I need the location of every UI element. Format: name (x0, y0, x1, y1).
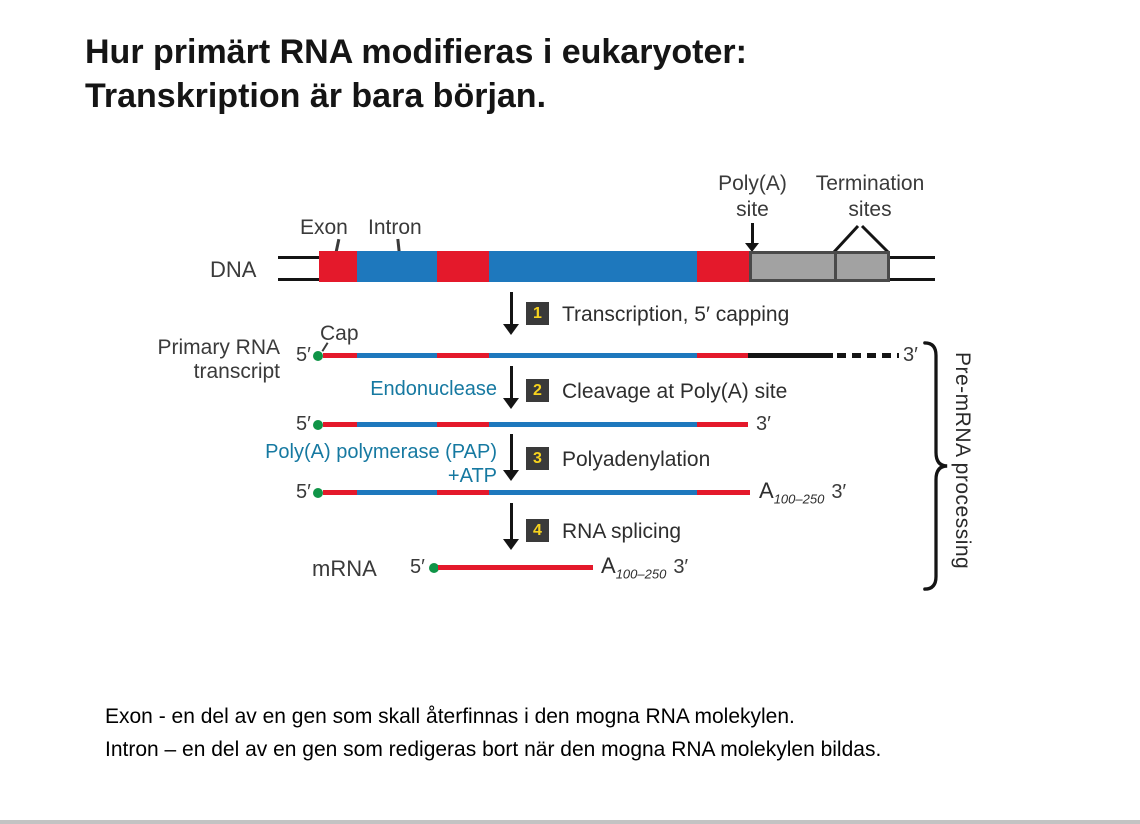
poly-a-base: A (759, 478, 774, 503)
step3-label: Polyadenylation (562, 448, 711, 471)
primary-rna-line (323, 353, 899, 358)
pap-enzyme-line1: Poly(A) polymerase (PAP) (265, 441, 497, 463)
five-prime-label: 5′ (296, 413, 311, 435)
mrna-line (438, 565, 593, 570)
dna-label: DNA (210, 257, 257, 282)
five-prime-cap-dot (313, 351, 323, 361)
primary-rna-dashed-segment (837, 353, 899, 358)
termination-label-line1: Termination (815, 172, 925, 195)
dna-exon-segment (697, 251, 749, 282)
definitions-block: Exon - en del av en gen som skall återfi… (105, 701, 881, 766)
poly-a-tail-label: A100–250 3′ (601, 553, 688, 581)
primary-rna-terminator-segment (748, 353, 833, 358)
primary-transcript-line2: transcript (193, 360, 280, 383)
three-prime-label: 3′ (903, 344, 918, 366)
step4-number-badge: 4 (526, 519, 549, 542)
three-prime-label: 3′ (831, 481, 847, 503)
cap-label: Cap (320, 322, 359, 345)
polya-site-label-line1: Poly(A) (718, 172, 787, 195)
slide-title: Hur primärt RNA modifieras i eukaryoter:… (85, 30, 747, 118)
three-prime-label: 3′ (673, 556, 689, 578)
termination-region-divider (834, 254, 837, 279)
termination-label-line2: sites (848, 198, 892, 221)
five-prime-label: 5′ (296, 481, 311, 503)
dna-exon-segment (437, 251, 489, 282)
dna-intron-segment (489, 251, 697, 282)
pre-mrna-processing-label: Pre-mRNA processing (951, 352, 974, 570)
three-prime-label: 3′ (756, 413, 771, 435)
poly-a-base: A (601, 553, 616, 578)
step3-number-badge: 3 (526, 447, 549, 470)
five-prime-cap-dot (313, 420, 323, 430)
bottom-edge (0, 820, 1140, 824)
step2-number-badge: 2 (526, 379, 549, 402)
five-prime-cap-dot (429, 563, 439, 573)
dna-gene-bar (319, 251, 890, 282)
cleaved-rna-line (323, 422, 748, 427)
five-prime-label: 5′ (296, 344, 311, 366)
pap-enzyme-label: Poly(A) polymerase (PAP) +ATP (240, 440, 497, 488)
step4-arrow (503, 503, 519, 550)
intron-label: Intron (368, 216, 422, 239)
poly-a-subscript: 100–250 (773, 491, 825, 507)
step2-arrow (503, 366, 519, 409)
title-line-2: Transkription är bara början. (85, 77, 547, 116)
primary-transcript-line1: Primary RNA (157, 336, 280, 359)
dna-exon-segment (319, 251, 357, 282)
title-line-1: Hur primärt RNA modifieras i eukaryoter: (85, 33, 747, 71)
five-prime-cap-dot (313, 488, 323, 498)
step2-label: Cleavage at Poly(A) site (562, 380, 788, 403)
step3-arrow (503, 434, 519, 481)
termination-sites-caret (832, 224, 890, 254)
pap-enzyme-line2: +ATP (447, 465, 497, 487)
pre-mrna-brace (923, 341, 948, 591)
poly-a-subscript: 100–250 (615, 566, 667, 582)
five-prime-label: 5′ (410, 556, 425, 578)
polya-site-arrow (744, 223, 760, 252)
endonuclease-label: Endonuclease (370, 378, 497, 400)
step1-number-badge: 1 (526, 302, 549, 325)
polya-site-label-line2: site (736, 198, 769, 221)
poly-a-tail-label: A100–250 3′ (759, 478, 846, 506)
dna-termination-region (749, 251, 890, 282)
primary-transcript-label: Primary RNA transcript (130, 336, 280, 384)
step1-arrow (503, 292, 519, 335)
exon-definition: Exon - en del av en gen som skall återfi… (105, 705, 795, 728)
mrna-label: mRNA (312, 556, 377, 581)
exon-label: Exon (300, 216, 348, 239)
polyadenylated-rna-line (323, 490, 750, 495)
step4-label: RNA splicing (562, 520, 682, 543)
step1-label: Transcription, 5′ capping (562, 303, 790, 326)
dna-intron-segment (357, 251, 437, 282)
intron-definition: Intron – en del av en gen som redigeras … (105, 737, 882, 761)
